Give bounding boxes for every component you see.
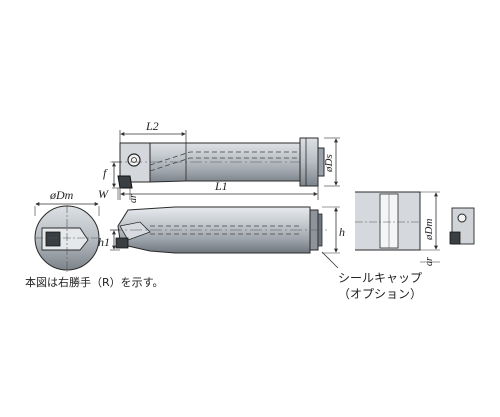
- top-dimensions: L2 L1 f W ar øDs: [98, 119, 340, 203]
- note-text: 本図は右勝手（R）を示す。: [25, 275, 164, 289]
- seal-cap-line1: シールキャップ: [338, 271, 422, 285]
- label-L1: L1: [214, 179, 228, 193]
- label-L2: L2: [145, 119, 159, 133]
- label-h: h: [339, 225, 345, 239]
- label-ar-top: ar: [128, 194, 139, 203]
- seal-cap-leader: [321, 251, 339, 269]
- label-ar-right: ar: [424, 257, 435, 266]
- top-view: [110, 137, 330, 189]
- seal-cap-line2: （オプション）: [338, 287, 422, 301]
- bottom-dimensions: h h1: [98, 206, 345, 254]
- screw-circle: [127, 153, 141, 167]
- top-insert: [117, 175, 133, 189]
- bore-detail: øDm ar: [355, 191, 440, 266]
- insert-detail: [449, 207, 475, 245]
- label-h1: h1: [98, 235, 110, 249]
- label-f: f: [103, 166, 108, 180]
- label-phiDs: øDs: [323, 154, 335, 173]
- label-phiDm-right: øDm: [423, 219, 435, 241]
- label-W: W: [98, 187, 109, 201]
- bottom-view: [110, 206, 330, 254]
- end-view: øDm: [34, 188, 100, 272]
- label-phiDm-left: øDm: [49, 188, 74, 202]
